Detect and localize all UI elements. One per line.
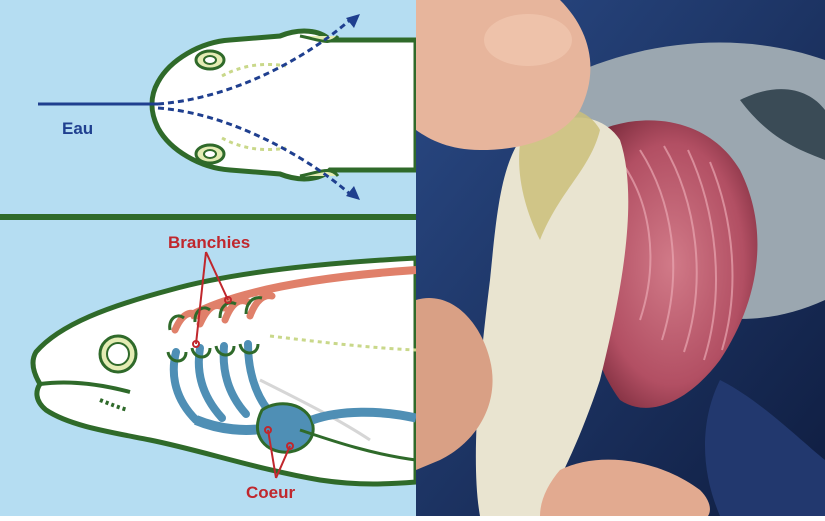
heart-label: Coeur xyxy=(246,483,296,502)
eye-side-icon xyxy=(100,336,136,372)
fingernail xyxy=(484,14,572,66)
eye-bottom-icon xyxy=(196,145,224,163)
bottom-panel: Branchies Coeur xyxy=(0,220,416,516)
eye-top-icon xyxy=(196,51,224,69)
gills-label: Branchies xyxy=(168,233,250,252)
water-label: Eau xyxy=(62,119,93,138)
panel-divider xyxy=(0,214,416,220)
top-panel: Eau xyxy=(0,0,416,214)
fish-head-top-view xyxy=(152,31,416,179)
photo-panel xyxy=(416,0,825,516)
